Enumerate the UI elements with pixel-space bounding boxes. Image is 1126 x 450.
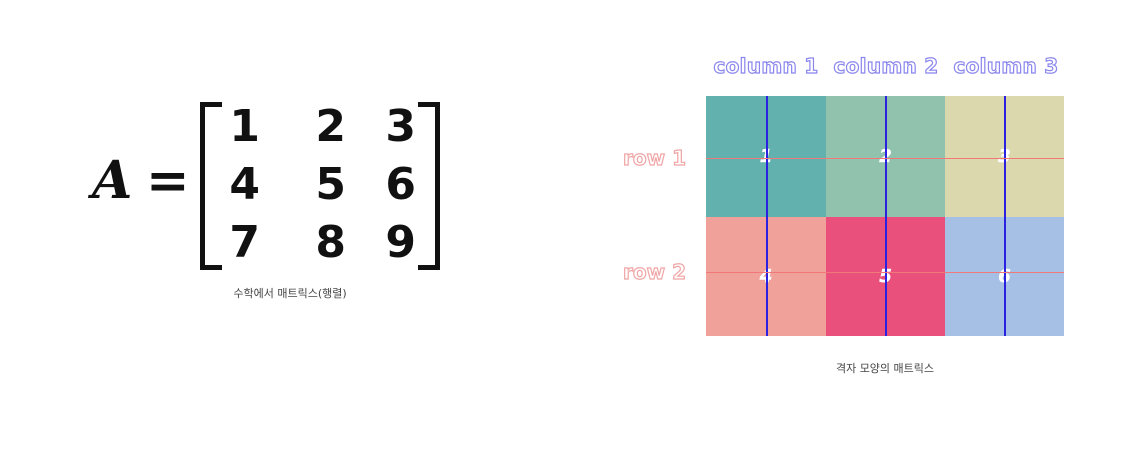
matrix-entry: 9 xyxy=(385,217,416,268)
right-bracket xyxy=(418,102,440,270)
matrix-variable: A xyxy=(92,150,133,211)
matrix-caption: 수학에서 매트릭스(행렬) xyxy=(233,287,347,300)
column-labels: column 1 column 2 column 3 xyxy=(706,53,1066,78)
matrix-entry: 6 xyxy=(385,159,416,210)
grid-matrix-figure: column 1 column 2 column 3 row 1 row 2 1… xyxy=(600,0,1126,450)
matrix-entry: 3 xyxy=(385,101,416,152)
row-label: row 2 xyxy=(622,259,686,284)
column-label: column 2 xyxy=(833,53,939,78)
left-bracket xyxy=(200,102,222,270)
row-label: row 1 xyxy=(622,145,686,170)
equals-sign: = xyxy=(146,150,190,211)
column-label: column 3 xyxy=(953,53,1059,78)
grid-caption: 격자 모양의 매트릭스 xyxy=(835,362,935,375)
matrix-entry: 8 xyxy=(315,217,346,268)
column-label: column 1 xyxy=(713,53,819,78)
row-line xyxy=(706,158,1064,159)
matrix-entry: 5 xyxy=(315,159,346,210)
column-line xyxy=(885,96,887,336)
column-line xyxy=(766,96,768,336)
row-line xyxy=(706,272,1064,273)
column-line xyxy=(1004,96,1006,336)
matrix-entry: 2 xyxy=(315,101,346,152)
matrix-entries: 1 2 3 4 5 6 7 8 9 xyxy=(214,98,424,272)
matrix-entry: 7 xyxy=(229,217,260,268)
math-matrix-figure: A = 1 2 3 4 5 6 7 8 9 수학에서 매트릭스(행렬) xyxy=(0,0,560,450)
matrix-entry: 1 xyxy=(229,101,260,152)
matrix-entry: 4 xyxy=(229,159,260,210)
